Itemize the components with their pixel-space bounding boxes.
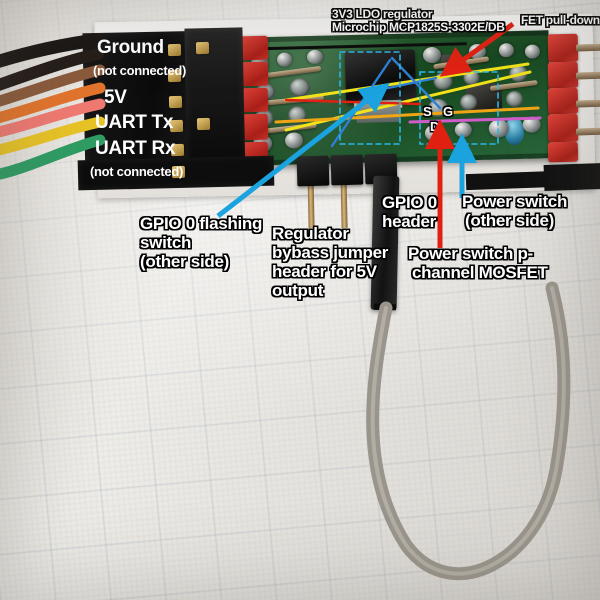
- wire-salmon: [0, 98, 106, 138]
- label-gpio0-flashing-line3: (other side): [140, 252, 229, 271]
- label-ldo-regulator-line1: 3V3 LDO regulator: [332, 7, 433, 21]
- wire-black-1: [0, 33, 103, 68]
- label-fet-pulldown: FET pull-down re: [521, 13, 600, 27]
- label-uart-rx: UART Rx: [95, 138, 176, 159]
- grey-cable: [366, 281, 571, 581]
- label-power-switch-other-line1: Power switch: [462, 192, 568, 211]
- label-gpio0-header-line2: header: [382, 212, 436, 231]
- label-regulator-bypass-line1: Regulator: [272, 224, 349, 243]
- wire-black-2: [0, 48, 104, 91]
- label-gpio0-header-line1: GPIO 0: [382, 193, 437, 212]
- label-5v: 5V: [104, 87, 127, 108]
- label-power-switch-mosfet-line2: channel MOSFET: [412, 263, 548, 282]
- label-not-connected-bottom: (not connected): [90, 164, 183, 179]
- label-regulator-bypass-line3: header for 5V: [272, 262, 377, 281]
- label-ground: Ground: [97, 37, 164, 58]
- label-power-switch-other-line2: (other side): [465, 211, 554, 230]
- label-ldo-regulator-line2: Microchip MCP1825S-3302E/DB: [332, 20, 505, 34]
- wire-yellow: [0, 116, 106, 156]
- label-power-switch-mosfet-line1: Power switch p-: [408, 244, 533, 263]
- label-regulator-bypass-line4: output: [272, 281, 324, 300]
- mosfet-pin-gate: G: [443, 104, 454, 119]
- wire-orange: [0, 82, 106, 124]
- trace-blue-3: [386, 76, 438, 90]
- label-regulator-bypass-line2: bybass jumper: [272, 243, 389, 262]
- grey-cable-highlight: [370, 286, 566, 576]
- label-not-connected-top: (not connected): [93, 63, 186, 78]
- wire-green: [0, 134, 106, 180]
- mosfet-pin-source: S: [423, 104, 432, 119]
- wire-brown: [0, 64, 106, 107]
- label-gpio0-flashing-line2: switch: [140, 233, 192, 252]
- label-gpio0-flashing-line1: GPIO 0 flashing: [140, 214, 263, 233]
- label-uart-tx: UART Tx: [95, 112, 174, 133]
